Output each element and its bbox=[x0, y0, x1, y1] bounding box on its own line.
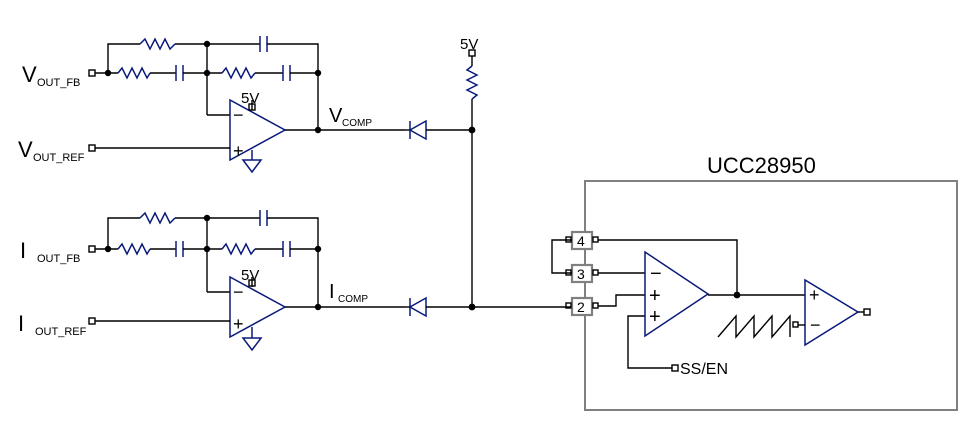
vcomp-subscript: COMP bbox=[342, 118, 372, 129]
icomp-label: I bbox=[329, 281, 335, 303]
ramp-waveform bbox=[717, 314, 791, 339]
input-resistor bbox=[117, 66, 151, 80]
iout-fb-subscript: OUT_FB bbox=[37, 253, 80, 265]
internal-amp-minus: − bbox=[650, 263, 662, 285]
ground-symbol bbox=[241, 159, 263, 174]
opamp2-plus: + bbox=[233, 314, 244, 334]
ss-en-label: SS/EN bbox=[680, 361, 728, 378]
opamp2-minus: − bbox=[233, 282, 244, 302]
pin-2-box bbox=[570, 296, 594, 317]
voltage-error-amp-section bbox=[88, 36, 472, 174]
internal-amp-plus-2: + bbox=[649, 306, 661, 328]
icomp-diode bbox=[408, 296, 427, 318]
ss-en-terminal bbox=[671, 364, 679, 372]
vcomp-label: V bbox=[329, 105, 343, 127]
iout-ref-label: I bbox=[18, 311, 24, 336]
feedback-resistor bbox=[139, 37, 176, 51]
pwm-output-terminal bbox=[863, 308, 871, 316]
internal-amp-plus-1: + bbox=[649, 285, 661, 307]
vout-fb-terminal bbox=[88, 69, 96, 77]
iout-ref-subscript: OUT_REF bbox=[35, 326, 87, 338]
vout-fb-label: V bbox=[22, 62, 37, 87]
opamp1-plus: + bbox=[233, 141, 244, 161]
ucc28950-outline bbox=[584, 180, 958, 411]
supply-5v-amp1: 5V bbox=[241, 90, 259, 107]
voltage-opamp bbox=[229, 98, 287, 162]
pullup-network bbox=[465, 49, 479, 311]
vcomp-diode bbox=[408, 119, 427, 141]
supply-5v-amp2: 5V bbox=[241, 267, 259, 284]
pullup-resistor bbox=[465, 65, 479, 100]
current-error-amp-section bbox=[88, 210, 572, 352]
vout-ref-label: V bbox=[18, 137, 33, 162]
text-labels: V OUT_FB V OUT_REF I OUT_FB I OUT_REF V … bbox=[18, 36, 821, 378]
iout-ref-terminal bbox=[88, 317, 96, 325]
comp-resistor bbox=[221, 66, 256, 80]
current-opamp bbox=[229, 275, 287, 339]
vout-ref-terminal bbox=[88, 144, 96, 152]
internal-error-amp bbox=[644, 250, 710, 338]
pin-4-label: 4 bbox=[577, 233, 585, 249]
pin-3-label: 3 bbox=[577, 266, 585, 282]
comparator-minus: − bbox=[810, 315, 821, 335]
pin-2-label: 2 bbox=[577, 299, 585, 315]
pwm-comparator bbox=[804, 278, 860, 347]
vout-fb-subscript: OUT_FB bbox=[37, 77, 80, 89]
ucc28950-block bbox=[551, 180, 958, 411]
supply-5v-top: 5V bbox=[460, 36, 478, 53]
comparator-plus: + bbox=[809, 285, 820, 305]
icomp-subscript: COMP bbox=[338, 294, 368, 305]
opamp1-minus: − bbox=[233, 105, 244, 125]
iout-fb-terminal bbox=[88, 245, 96, 253]
vout-ref-subscript: OUT_REF bbox=[33, 152, 85, 164]
iout-fb-label: I bbox=[20, 238, 26, 263]
chip-name: UCC28950 bbox=[707, 153, 816, 178]
